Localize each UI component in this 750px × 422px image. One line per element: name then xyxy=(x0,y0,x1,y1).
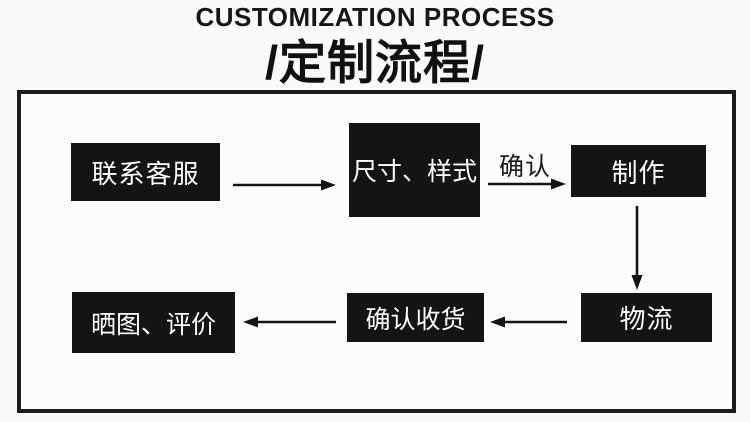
node-contact-service: 联系客服 xyxy=(71,143,220,201)
page-title: CUSTOMIZATION PROCESS xyxy=(195,2,555,32)
page-subtitle: /定制流程/ xyxy=(264,36,486,89)
node-production: 制作 xyxy=(571,145,706,197)
node-review-photos: 晒图、评价 xyxy=(72,292,235,353)
node-logistics: 物流 xyxy=(581,293,712,342)
edge-label-confirm: 确认 xyxy=(498,153,551,181)
node-size-style: 尺寸、样式 xyxy=(349,123,480,217)
node-confirm-receipt: 确认收货 xyxy=(347,293,484,342)
